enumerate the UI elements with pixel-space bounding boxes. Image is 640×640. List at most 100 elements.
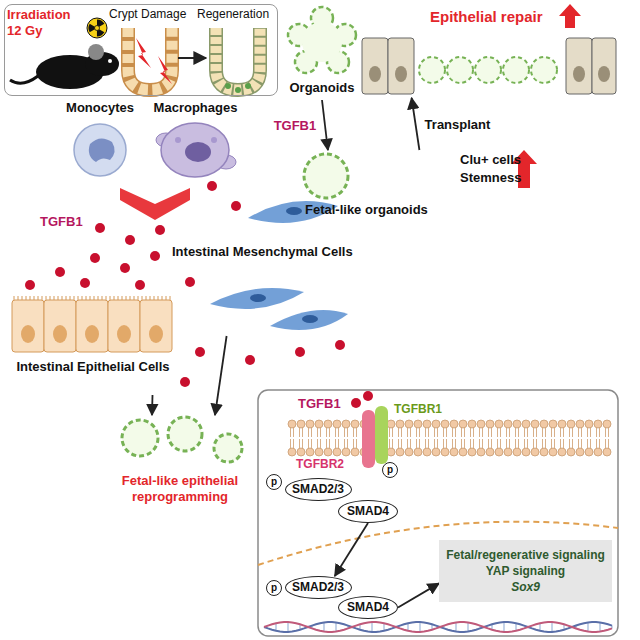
tgfb1-dot: [335, 340, 345, 350]
lipid-tail: [299, 428, 300, 437]
lipid-tail: [569, 439, 570, 448]
plain-label: Clu+ cells: [460, 152, 521, 168]
lipid-tail: [545, 439, 546, 448]
lipid-head: [567, 420, 575, 428]
lipid-head: [603, 448, 611, 456]
lipid-head: [495, 420, 503, 428]
protein-ellipse: SMAD2/3: [285, 576, 352, 599]
lipid-head: [459, 448, 467, 456]
lipid-head: [531, 448, 539, 456]
edge-label: Transplant: [423, 117, 493, 132]
lipid-head: [513, 448, 521, 456]
node-text: Epithelial repair: [430, 8, 565, 26]
dna-rung: [323, 622, 324, 631]
node-text: Organoids: [282, 80, 362, 96]
lipid-tail: [497, 428, 498, 437]
node-text: p: [271, 583, 277, 593]
lipid-head: [288, 420, 296, 428]
cell-node: Monocytes: [55, 100, 145, 185]
lipid-head: [351, 448, 359, 456]
lipid-head: [477, 420, 485, 428]
microvillus: [50, 296, 51, 300]
lipid-head: [396, 420, 404, 428]
lipid-head: [522, 420, 530, 428]
lipid-head: [396, 448, 404, 456]
lipid-tail: [581, 428, 582, 437]
microvillus: [86, 296, 87, 300]
lipid-tail: [506, 428, 507, 437]
lipid-tail: [311, 428, 312, 437]
lipid-tail: [344, 428, 345, 437]
tissue-node: Epithelial repair: [360, 8, 618, 98]
lipid-tail: [497, 439, 498, 448]
lipid-tail: [293, 428, 294, 437]
phospho-circle: p: [266, 580, 282, 596]
lipid-head: [576, 448, 584, 456]
lipid-head: [297, 448, 305, 456]
dna-rung: [455, 622, 456, 631]
panel-box: Irradiation 12 GyCrypt DamageRegeneratio…: [4, 4, 278, 96]
node-text: Intestinal Epithelial Cells: [8, 359, 178, 375]
connector: [335, 523, 368, 576]
lipid-tail: [551, 439, 552, 448]
lipid-tail: [392, 428, 393, 437]
lipid-head: [549, 420, 557, 428]
lipid-tail: [479, 439, 480, 448]
lipid-tail: [407, 439, 408, 448]
plain-label: TGFB1: [40, 214, 83, 230]
lipid-tail: [482, 439, 483, 448]
connector: [322, 100, 328, 150]
lipid-tail: [356, 439, 357, 448]
node-text: Crypt Damage: [109, 7, 199, 21]
lipid-head: [459, 420, 467, 428]
microvillus: [158, 296, 159, 300]
sphere-node: Fetal-like epithelial reprogramming: [110, 415, 250, 510]
inset-frame: [258, 390, 618, 636]
receptor: [362, 410, 375, 468]
phospho-circle: p: [266, 474, 282, 490]
lipid-tail: [419, 439, 420, 448]
lipid-head: [423, 448, 431, 456]
lipid-head: [504, 448, 512, 456]
microvillus: [82, 296, 83, 300]
lipid-tail: [500, 439, 501, 448]
dna-rung: [551, 622, 552, 632]
chevron-arrow: [120, 188, 190, 220]
lipid-head: [450, 420, 458, 428]
lipid-head: [387, 420, 395, 428]
lipid-tail: [515, 428, 516, 437]
lipid-tail: [308, 439, 309, 448]
microvillus: [118, 296, 119, 300]
lipid-head: [324, 420, 332, 428]
lipid-tail: [329, 439, 330, 448]
cell-node: Intestinal Epithelial Cells: [8, 295, 178, 395]
lipid-tail: [560, 439, 561, 448]
tgfb1-dot: [135, 280, 145, 290]
dna-rung: [467, 623, 468, 632]
lipid-head: [504, 420, 512, 428]
lipid-tail: [470, 439, 471, 448]
lipid-tail: [434, 428, 435, 437]
microvillus: [14, 296, 15, 300]
microvillus: [126, 296, 127, 300]
lipid-head: [513, 420, 521, 428]
connector: [398, 583, 439, 607]
lipid-tail: [518, 439, 519, 448]
lipid-tail: [317, 439, 318, 448]
damaged-crypt: [128, 28, 172, 90]
lipid-tail: [527, 439, 528, 448]
lipid-tail: [590, 439, 591, 448]
lipid-head: [486, 420, 494, 428]
lipid-tail: [470, 428, 471, 437]
lipid-tail: [353, 428, 354, 437]
lipid-tail: [425, 428, 426, 437]
lipid-tail: [317, 428, 318, 437]
lipid-tail: [443, 439, 444, 448]
lipid-tail: [338, 439, 339, 448]
lipid-head: [594, 448, 602, 456]
organoid: [288, 7, 356, 73]
microvillus: [146, 296, 147, 300]
protein-ellipse: SMAD4: [338, 596, 398, 619]
mesenchymal-cells: [210, 201, 348, 330]
lipid-tail: [446, 428, 447, 437]
